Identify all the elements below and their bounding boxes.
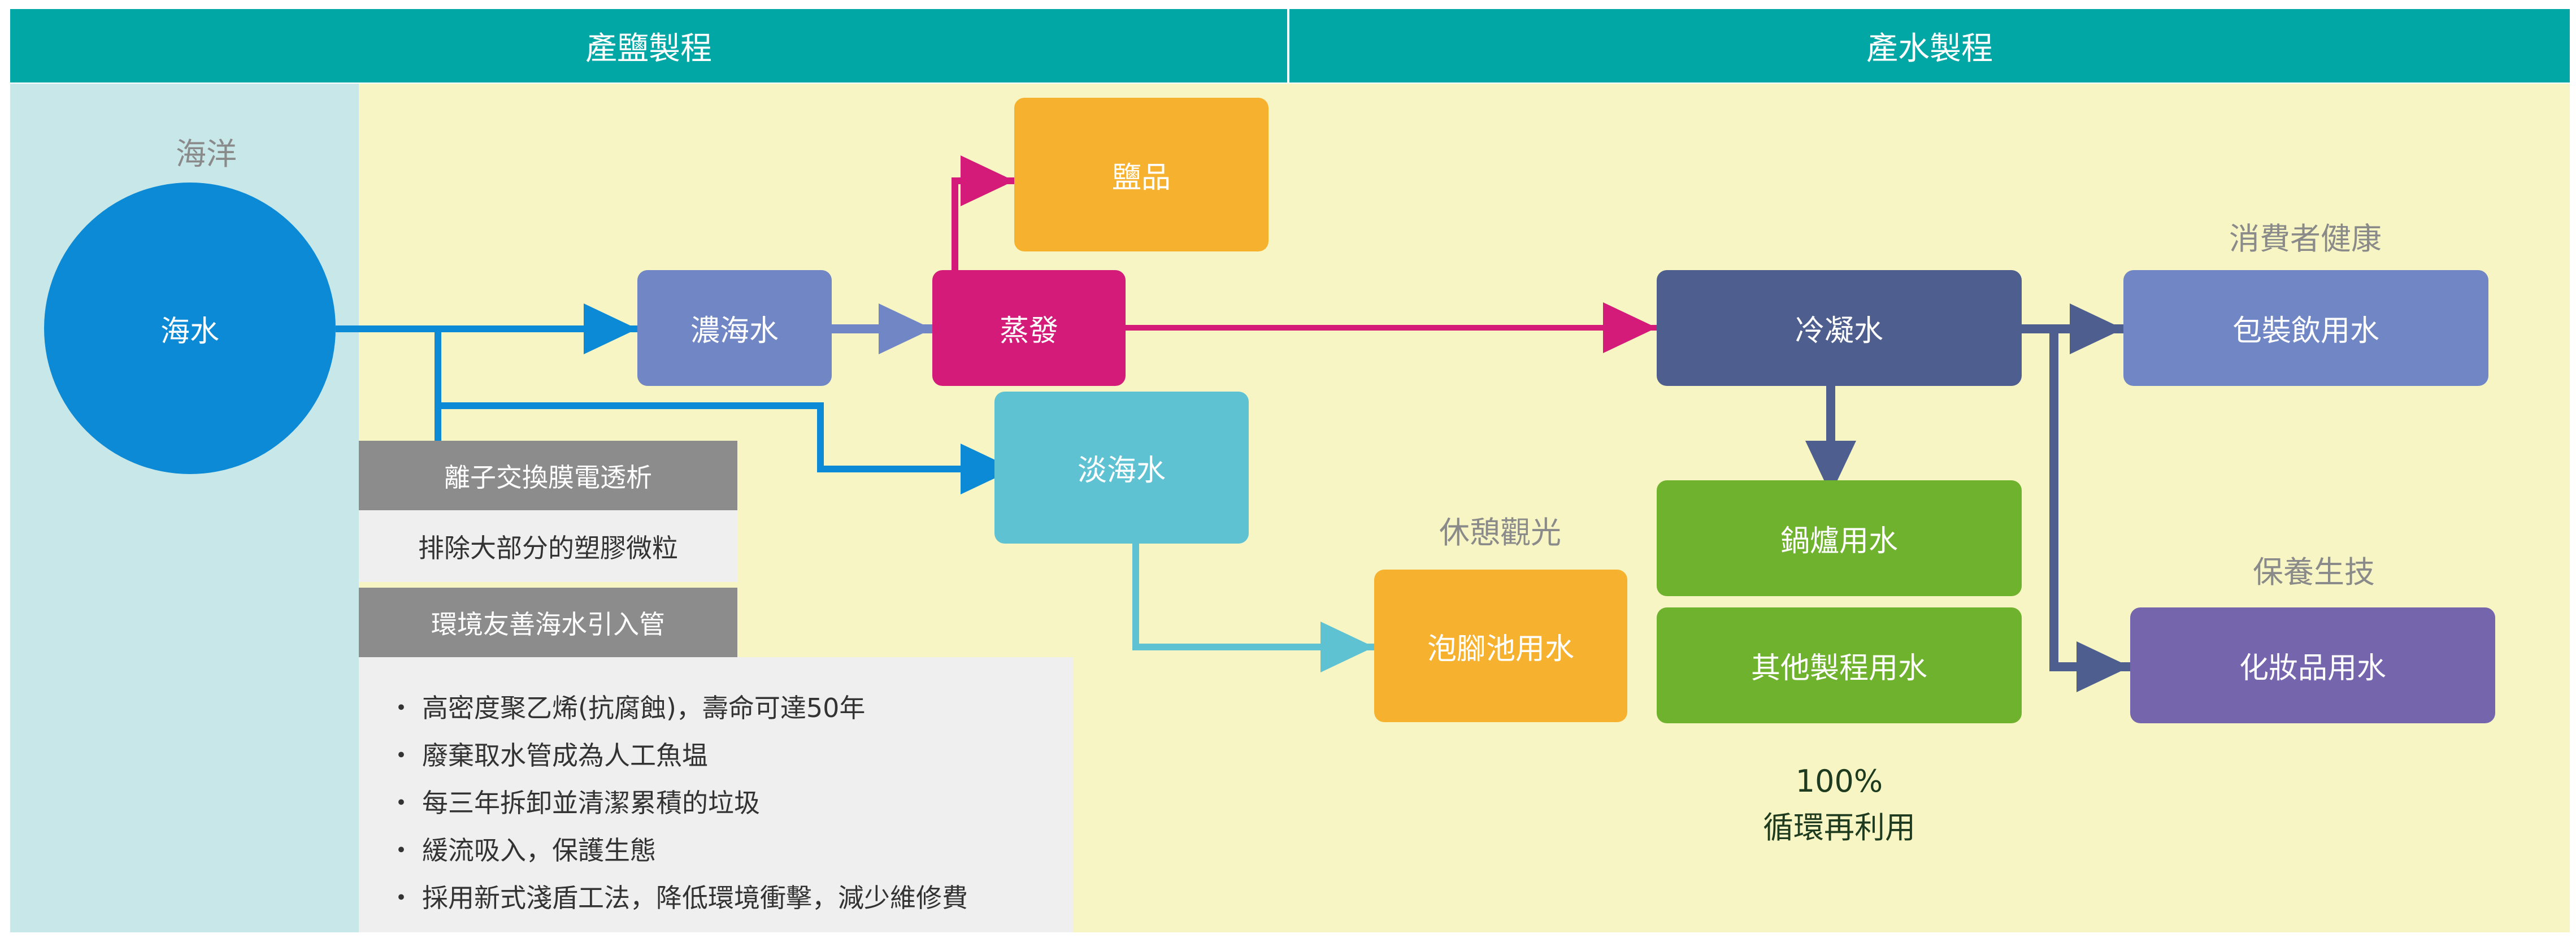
arrow-condensed-to-cosmetics [2049,329,2130,692]
bullet-item: ・採用新式淺盾工法，降低環境衝擊，減少維修費 [388,883,968,913]
arrow-evaporation-to-salt [952,155,1014,270]
label-consumer-health: 消費者健康 [2229,221,2382,257]
node-evaporation: 蒸發 [932,270,1126,386]
intake-pipe-title: 環境友善海水引入管 [359,588,737,657]
recycle-percent: 100% [1795,763,1883,799]
bullet-item: ・高密度聚乙烯(抗腐蝕)，壽命可達50年 [388,693,866,723]
node-concentrated-seawater: 濃海水 [637,270,832,386]
arrow-seawater-to-desalinated [438,402,1014,494]
bullet-item: ・緩流吸入，保護生態 [388,835,656,866]
bullet-item: ・每三年拆卸並清潔累積的垃圾 [388,788,760,818]
label-leisure-tourism: 休憩觀光 [1439,515,1561,550]
recycle-label: 循環再利用 [1763,810,1915,845]
arrow-desalinated-to-footbath [1132,544,1374,672]
salt-process-header: 產鹽製程 [10,9,1287,82]
label-skincare-biotech: 保養生技 [2253,554,2375,590]
node-other-process-water: 其他製程用水 [1657,607,2022,723]
intake-method-desc: 排除大部分的塑膠微粒 [359,510,737,582]
node-boiler-water: 鍋爐用水 [1657,480,2022,596]
recycle-note: 100% 循環再利用 [1726,758,1952,854]
node-condensed-water: 冷凝水 [1657,270,2022,386]
node-desalinated-seawater: 淡海水 [994,392,1249,544]
water-process-header: 產水製程 [1289,9,2570,82]
intake-method-title: 離子交換膜電透析 [359,441,737,510]
ocean-label: 海洋 [176,136,237,172]
seawater-circle: 海水 [44,183,336,474]
node-salt-product: 鹽品 [1014,98,1269,251]
node-foot-bath-water: 泡腳池用水 [1374,570,1627,722]
intake-pipe-bullets: ・高密度聚乙烯(抗腐蝕)，壽命可達50年 ・廢棄取水管成為人工魚塭 ・每三年拆卸… [359,657,1074,932]
node-bottled-water: 包裝飲用水 [2123,270,2488,386]
node-cosmetics-water: 化妝品用水 [2130,607,2495,723]
bullet-item: ・廢棄取水管成為人工魚塭 [388,740,708,771]
